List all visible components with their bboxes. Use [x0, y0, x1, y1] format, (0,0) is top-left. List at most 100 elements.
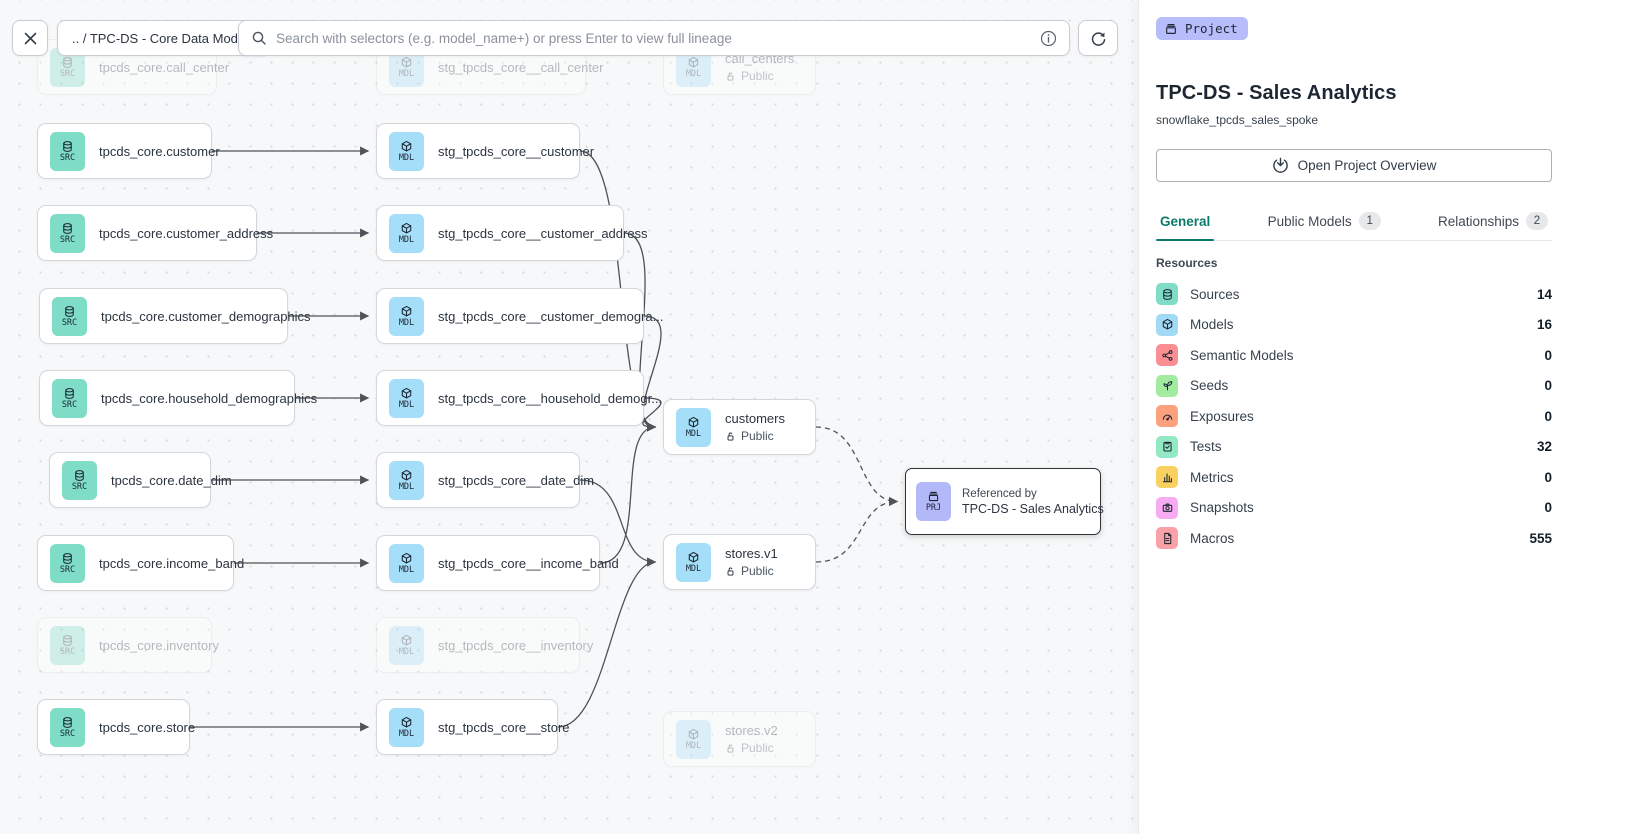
node-label: stores.v1: [725, 546, 778, 561]
cube-icon: MDL: [389, 707, 424, 747]
resource-label: Macros: [1190, 530, 1235, 546]
camera-icon: [1156, 496, 1178, 519]
cube-icon: MDL: [389, 131, 424, 171]
resource-row-snapshots[interactable]: Snapshots 0: [1156, 493, 1552, 524]
lineage-node-mdl_date_dim[interactable]: MDL stg_tpcds_core__date_dim: [376, 452, 594, 508]
close-lineage-button[interactable]: [12, 20, 48, 56]
breadcrumb-label: .. / TPC-DS - Core Data Models: [72, 30, 255, 46]
database-icon: SRC: [50, 625, 85, 665]
tab-general[interactable]: General: [1156, 206, 1215, 241]
node-label: tpcds_core.inventory: [99, 637, 219, 653]
search-icon: [252, 31, 266, 45]
resource-count: 14: [1536, 286, 1552, 302]
refresh-lineage-button[interactable]: [1078, 20, 1118, 56]
lineage-node-src_store[interactable]: SRC tpcds_core.store: [37, 699, 195, 755]
node-label: stg_tpcds_core__date_dim: [438, 472, 595, 488]
node-label: stg_tpcds_core__store: [438, 719, 570, 735]
cube-icon: MDL: [389, 378, 424, 418]
unlock-icon: [725, 566, 736, 577]
resource-label: Semantic Models: [1190, 347, 1294, 363]
cube-icon: MDL: [389, 460, 424, 500]
node-label: stg_tpcds_core__inventory: [438, 637, 594, 653]
node-label: tpcds_core.store: [99, 719, 196, 735]
lineage-node-src_inventory[interactable]: SRC tpcds_core.inventory: [37, 617, 219, 673]
search-input[interactable]: [276, 30, 1031, 46]
seedling-icon: [1156, 374, 1178, 397]
info-icon[interactable]: [1040, 30, 1057, 47]
resource-count: 0: [1544, 500, 1552, 516]
node-label: tpcds_core.customer_address: [99, 225, 274, 241]
breadcrumb[interactable]: .. / TPC-DS - Core Data Models: [57, 20, 270, 56]
file-text-icon: [1156, 527, 1178, 550]
node-label: tpcds_core.date_dim: [111, 472, 232, 488]
tab-label: Public Models: [1267, 213, 1352, 229]
gauge-icon: [1156, 405, 1178, 428]
database-icon: SRC: [50, 213, 85, 253]
resource-label: Tests: [1190, 439, 1222, 455]
tab-label: Relationships: [1437, 213, 1519, 229]
node-label: tpcds_core.customer: [99, 143, 220, 159]
cube-icon: MDL: [676, 407, 711, 447]
cube-icon: MDL: [389, 213, 424, 253]
public-access-label: Public: [725, 741, 778, 755]
resources-heading: Resources: [1156, 256, 1218, 270]
lineage-node-src_customer_address[interactable]: SRC tpcds_core.customer_address: [37, 205, 273, 261]
database-icon: SRC: [50, 707, 85, 747]
open-project-overview-label: Open Project Overview: [1297, 158, 1437, 173]
resource-label: Snapshots: [1190, 500, 1254, 516]
resource-count: 0: [1544, 347, 1552, 363]
node-label: stg_tpcds_core__customer: [438, 143, 595, 159]
page-title: TPC-DS - Sales Analytics: [1156, 82, 1397, 104]
lineage-search[interactable]: [238, 20, 1070, 56]
cube-icon: MDL: [389, 296, 424, 336]
node-label: stg_tpcds_core__income_band: [438, 555, 619, 571]
resource-row-tests[interactable]: Tests 32: [1156, 432, 1552, 463]
close-icon: [24, 32, 36, 44]
resource-type-label: Project: [1185, 21, 1238, 36]
unlock-icon: [725, 431, 736, 442]
resource-row-exposures[interactable]: Exposures 0: [1156, 401, 1552, 432]
node-label: tpcds_core.call_center: [99, 59, 230, 75]
lineage-node-mdl_customer[interactable]: MDL stg_tpcds_core__customer: [376, 123, 594, 179]
resource-count: 0: [1544, 408, 1552, 424]
node-label: stg_tpcds_core__customer_address: [438, 225, 648, 241]
clipboard-check-icon: [1156, 435, 1178, 458]
public-access-label: Public: [725, 429, 785, 443]
database-icon: SRC: [52, 378, 87, 418]
node-label: customers: [725, 411, 785, 426]
public-access-label: Public: [725, 69, 794, 83]
resource-label: Exposures: [1190, 408, 1254, 424]
resource-count: 32: [1536, 439, 1552, 455]
details-panel: Project </> TPC-DS - Sales Analytics sno…: [1138, 0, 1648, 834]
open-project-overview-button[interactable]: Open Project Overview: [1156, 149, 1552, 182]
lineage-node-mdl_customer_address[interactable]: MDL stg_tpcds_core__customer_address: [376, 205, 648, 261]
resource-row-semantic-models[interactable]: Semantic Models 0: [1156, 340, 1552, 371]
archive-icon: PRJ: [916, 482, 951, 521]
lineage-edges: [190, 146, 899, 732]
lineage-node-mdl_store[interactable]: MDL stg_tpcds_core__store: [376, 699, 570, 755]
refresh-icon: [1091, 31, 1105, 46]
resource-type-badge: Project: [1156, 17, 1248, 40]
